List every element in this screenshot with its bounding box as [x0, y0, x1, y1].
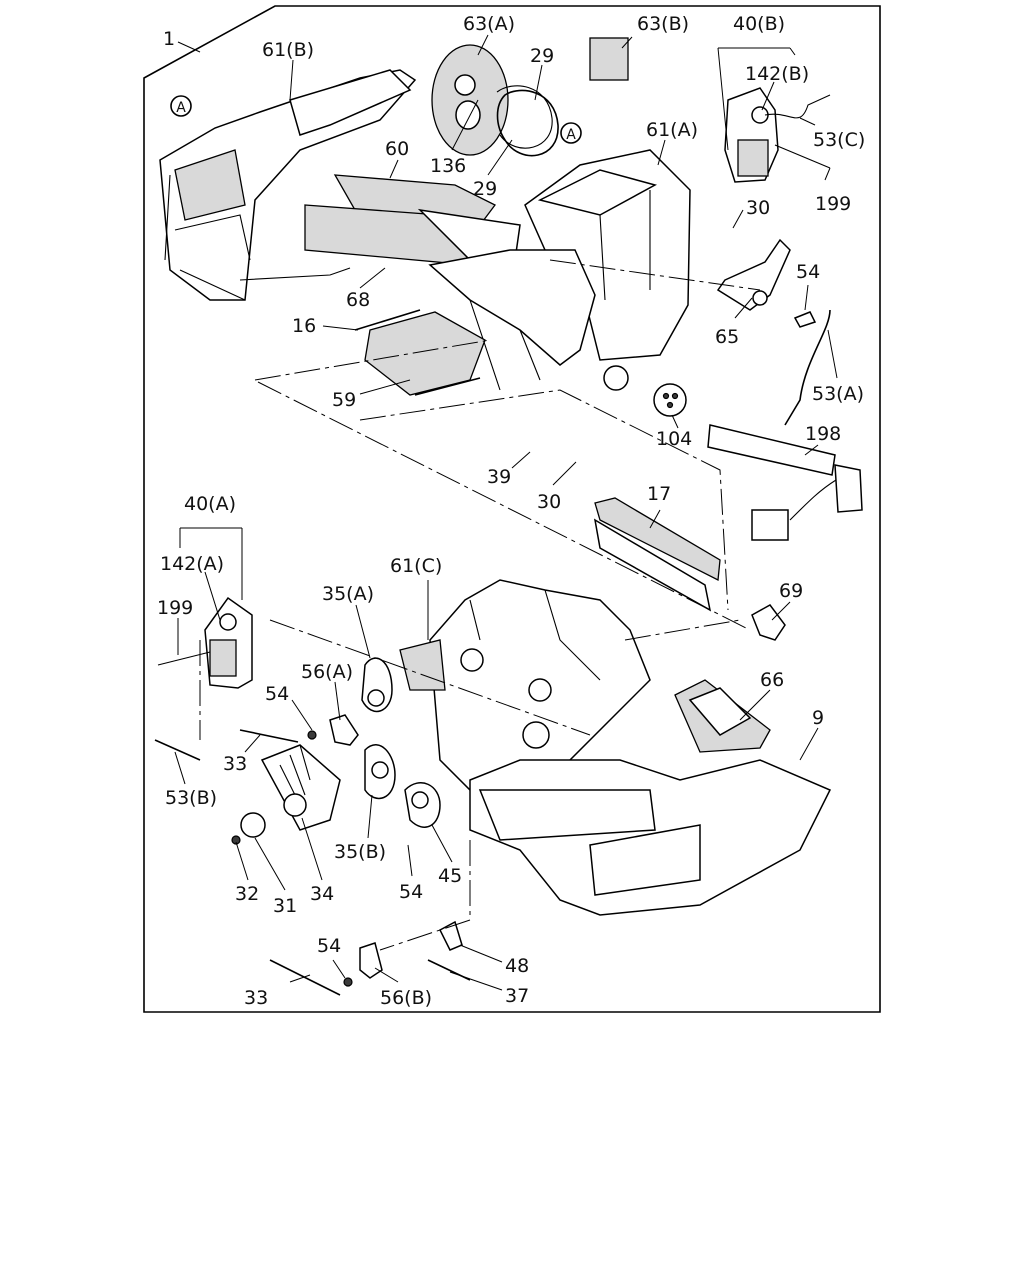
- link-65: [716, 238, 791, 311]
- motor-104: [603, 365, 687, 417]
- housing-68: [428, 249, 596, 391]
- callout-40a: 40(A): [184, 493, 236, 515]
- callout-33-upper: 33: [223, 753, 247, 775]
- door-66: [674, 679, 771, 753]
- callout-61c: 61(C): [390, 555, 442, 577]
- callout-53c: 53(C): [813, 129, 865, 151]
- evaporator-case-61a: [524, 149, 691, 361]
- lever-35a: [361, 657, 393, 713]
- callout-9: 9: [812, 707, 824, 729]
- callout-48: 48: [505, 955, 529, 977]
- callout-31: 31: [273, 895, 297, 917]
- actuator-40a: [157, 596, 253, 689]
- bracket-56a: [307, 714, 359, 746]
- callout-60: 60: [385, 138, 409, 160]
- link-69: [751, 604, 786, 641]
- callout-69: 69: [779, 580, 803, 602]
- heater-core-198: [707, 424, 863, 541]
- callout-35a: 35(A): [322, 583, 374, 605]
- filter-63b: [589, 37, 629, 81]
- callout-16: 16: [292, 315, 316, 337]
- callout-54-lower: 54: [399, 881, 423, 903]
- callout-30-top: 30: [746, 197, 770, 219]
- callout-30-bottom: 30: [537, 491, 561, 513]
- callout-56a: 56(A): [301, 661, 353, 683]
- callout-56b: 56(B): [380, 987, 432, 1009]
- callout-37: 37: [505, 985, 529, 1007]
- drawing-frame: [143, 5, 881, 1013]
- callout-199-top: 199: [815, 193, 851, 215]
- filter-63a: [431, 44, 509, 156]
- callout-142b: 142(B): [745, 63, 809, 85]
- reference-mark-a-left: A: [170, 95, 192, 117]
- reference-mark-a-right: A: [560, 122, 582, 144]
- lower-case-9: [469, 759, 832, 916]
- actuator-40b: [724, 87, 831, 183]
- heater-case-61c: [399, 579, 651, 791]
- callout-142a: 142(A): [160, 553, 224, 575]
- callout-136: 136: [430, 155, 466, 177]
- filter-59: [354, 309, 486, 396]
- lever-35b: [364, 744, 396, 800]
- callout-labels: 1 61(B) 63(A) 63(B) 40(B) 142(B) 29 61(A…: [157, 13, 865, 1009]
- svg-text:A: A: [176, 100, 186, 116]
- leader-lines: [174, 34, 838, 991]
- callout-29-bottom: 29: [473, 178, 497, 200]
- callout-54-right: 54: [796, 261, 820, 283]
- callout-61b: 61(B): [262, 39, 314, 61]
- callout-45: 45: [438, 865, 462, 887]
- callout-54-bottom: 54: [317, 935, 341, 957]
- callout-17: 17: [647, 483, 671, 505]
- callout-66: 66: [760, 669, 784, 691]
- callout-29-top: 29: [530, 45, 554, 67]
- callout-53b: 53(B): [165, 787, 217, 809]
- callout-199-left: 199: [157, 597, 193, 619]
- alignment-lines: [199, 259, 761, 951]
- callout-61a: 61(A): [646, 119, 698, 141]
- callout-63b: 63(B): [637, 13, 689, 35]
- lever-45: [404, 782, 441, 828]
- callout-198: 198: [805, 423, 841, 445]
- rods-33-53b-37: [154, 729, 471, 996]
- rod-53a: [784, 309, 831, 426]
- callout-33-lower: 33: [244, 987, 268, 1009]
- callout-65: 65: [715, 326, 739, 348]
- svg-text:A: A: [566, 127, 576, 143]
- panel-17: [593, 497, 721, 612]
- bracket-56b: [343, 942, 383, 987]
- bracket-48: [439, 920, 463, 951]
- lever-34: [231, 744, 341, 845]
- callout-59: 59: [332, 389, 356, 411]
- callout-32: 32: [235, 883, 259, 905]
- gasket-29: [496, 85, 559, 157]
- callout-53a: 53(A): [812, 383, 864, 405]
- callout-63a: 63(A): [463, 13, 515, 35]
- callout-104: 104: [656, 428, 692, 450]
- callout-34: 34: [310, 883, 334, 905]
- callout-54-left: 54: [265, 683, 289, 705]
- callout-68: 68: [346, 289, 370, 311]
- callout-39: 39: [487, 466, 511, 488]
- callout-40b: 40(B): [733, 13, 785, 35]
- callout-1: 1: [163, 28, 175, 50]
- upper-case-61b: [159, 69, 417, 301]
- callout-35b: 35(B): [334, 841, 386, 863]
